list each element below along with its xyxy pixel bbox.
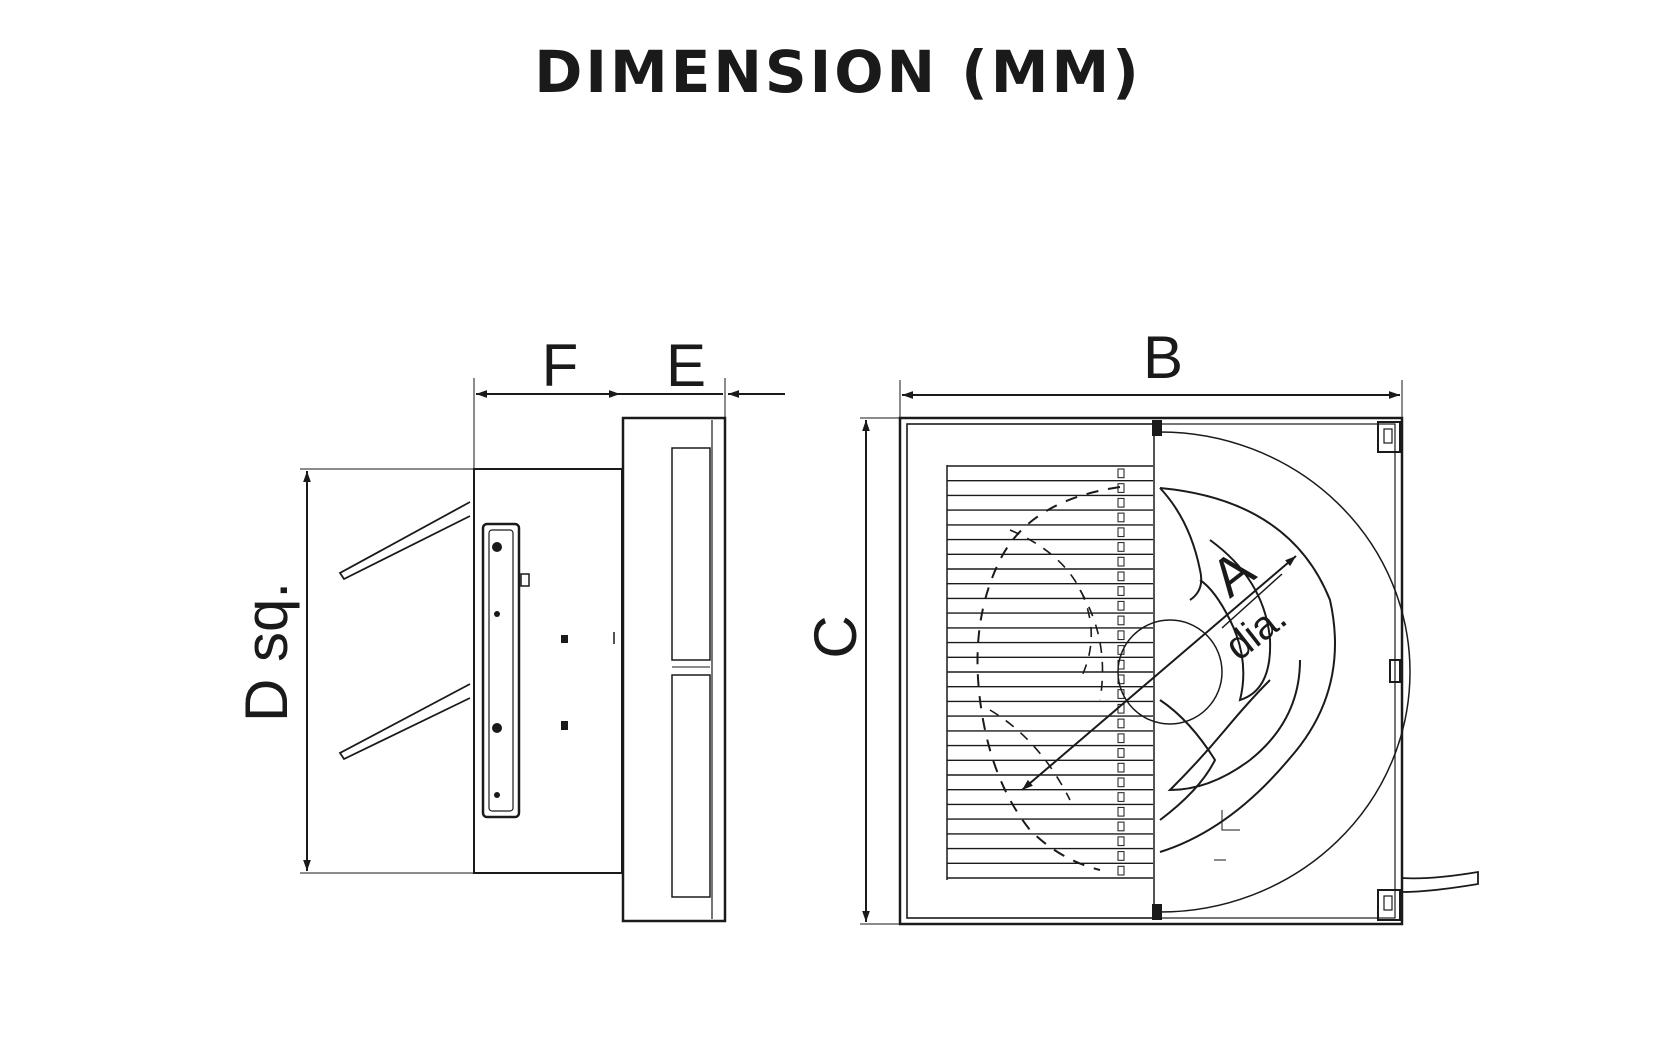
side-view bbox=[300, 378, 785, 923]
louver-hinge bbox=[1117, 571, 1125, 582]
label-c: C bbox=[802, 615, 869, 658]
louver-hinge bbox=[1117, 851, 1125, 861]
louvers bbox=[947, 465, 1153, 879]
louver-hinge bbox=[1117, 865, 1125, 876]
louver-hinge bbox=[1117, 527, 1125, 538]
louver-hinge bbox=[1117, 497, 1125, 508]
louver-hinge bbox=[1117, 777, 1125, 788]
label-f: F bbox=[542, 332, 579, 399]
page-title: DIMENSION (MM) bbox=[534, 38, 1142, 106]
side-flange bbox=[621, 416, 727, 923]
louver-hinge bbox=[1117, 821, 1125, 832]
louver-hinge bbox=[1117, 512, 1125, 523]
louver-hinge bbox=[1117, 762, 1125, 773]
louver-hinge bbox=[1117, 836, 1125, 847]
label-d-sq: D sq. bbox=[233, 582, 300, 722]
louver-hinge bbox=[1117, 718, 1125, 729]
louver-hinge bbox=[1117, 468, 1125, 479]
front-frame bbox=[898, 416, 1404, 926]
louver-hinge bbox=[1117, 748, 1125, 758]
front-view bbox=[860, 380, 1479, 926]
louver-hinge bbox=[1117, 630, 1125, 641]
louver-hinge bbox=[1117, 542, 1125, 552]
dimension-a-arrow bbox=[1021, 555, 1297, 791]
louver-hinge bbox=[1117, 600, 1125, 611]
louver-hinge bbox=[1117, 733, 1125, 744]
louver-hinge bbox=[1117, 556, 1125, 567]
louver-hinge bbox=[1117, 806, 1125, 817]
label-b: B bbox=[1143, 324, 1183, 391]
label-e: E bbox=[666, 332, 706, 399]
shutter-panel bbox=[906, 423, 1155, 919]
louver-hinge bbox=[1117, 615, 1125, 626]
louver-hinge bbox=[1117, 792, 1125, 802]
louver-hinge bbox=[1117, 586, 1125, 596]
label-a-dia: dia. bbox=[1217, 595, 1295, 669]
